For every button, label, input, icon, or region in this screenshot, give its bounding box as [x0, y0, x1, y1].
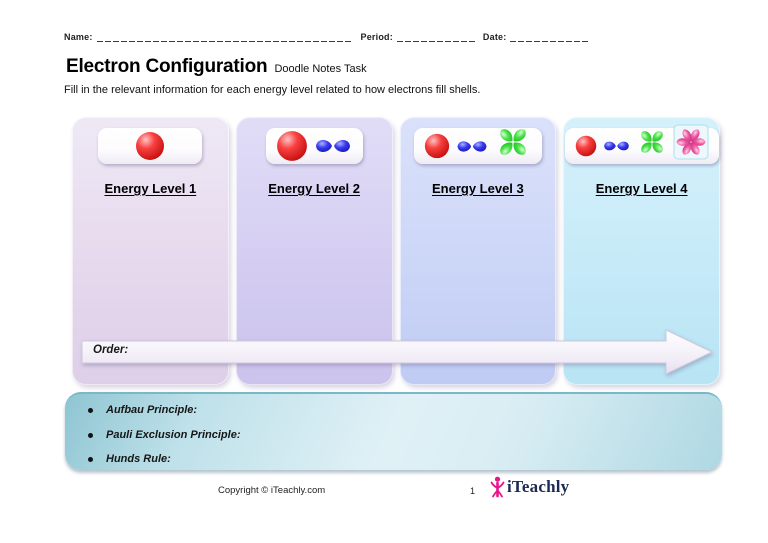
- s-orbital-icon: [575, 135, 596, 157]
- p-orbital-icon: [457, 140, 487, 152]
- title-row: Electron Configuration Doodle Notes Task: [66, 56, 367, 78]
- page-subtitle: Doodle Notes Task: [274, 63, 367, 75]
- date-label: Date:: [482, 32, 507, 42]
- p-orbital-icon: [603, 141, 629, 151]
- iteachly-logo-text: iTeachly: [507, 477, 570, 496]
- orbital-icons-pill: [413, 128, 542, 164]
- page-title: Electron Configuration: [66, 56, 268, 77]
- d-orbital-icon: [640, 130, 663, 153]
- name-blank-line: [96, 31, 353, 42]
- orbital-icons-pill: [265, 128, 363, 164]
- energy-level-1-card: Energy Level 1: [72, 117, 229, 385]
- list-item: Pauli Exclusion Principle:: [88, 429, 722, 441]
- instruction-text: Fill in the relevant information for eac…: [64, 84, 481, 96]
- page-number: 1: [470, 486, 476, 496]
- list-item: Aufbau Principle:: [88, 404, 722, 416]
- order-label: Order:: [93, 344, 129, 356]
- copyright-text: Copyright © iTeachly.com: [218, 485, 326, 496]
- energy-level-3-card: Energy Level 3: [399, 117, 557, 385]
- period-label: Period:: [360, 32, 393, 42]
- energy-level-2-card: Energy Level 2: [235, 117, 393, 385]
- bullet-icon: [88, 432, 93, 438]
- name-label: Name:: [64, 32, 93, 42]
- energy-level-4-label: Energy Level 4: [595, 181, 688, 196]
- s-orbital-icon: [424, 133, 450, 159]
- energy-level-1-label: Energy Level 1: [104, 181, 197, 196]
- aufbau-principle-label: Aufbau Principle:: [106, 404, 198, 416]
- iteachly-logo: iTeachly: [490, 476, 569, 498]
- iteachly-figure-icon: [490, 476, 505, 498]
- d-orbital-icon: [500, 128, 526, 155]
- date-blank-line: [510, 31, 591, 42]
- hunds-rule-label: Hunds Rule:: [106, 453, 171, 465]
- orbital-icons-pill: [98, 128, 203, 164]
- orbital-icons-pill: [564, 124, 719, 164]
- energy-level-4-card: Energy Level 4: [563, 117, 720, 385]
- principles-box: Aufbau Principle: Pauli Exclusion Princi…: [65, 392, 722, 470]
- bullet-icon: [88, 408, 93, 413]
- energy-level-3-label: Energy Level 3: [431, 181, 524, 196]
- f-orbital-icon: [673, 124, 709, 159]
- energy-level-cards: Energy Level 1 Energy Level 2: [72, 117, 720, 385]
- header-row: Name: Period: Date:: [64, 31, 591, 42]
- s-orbital-icon: [136, 132, 165, 160]
- bullet-icon: [88, 457, 93, 462]
- period-blank-line: [396, 31, 475, 42]
- energy-level-2-label: Energy Level 2: [268, 181, 361, 196]
- s-orbital-icon: [276, 131, 307, 161]
- pauli-exclusion-principle-label: Pauli Exclusion Principle:: [106, 428, 241, 441]
- order-arrow: [82, 329, 714, 375]
- list-item: Hunds Rule:: [88, 453, 722, 465]
- p-orbital-icon: [315, 139, 350, 153]
